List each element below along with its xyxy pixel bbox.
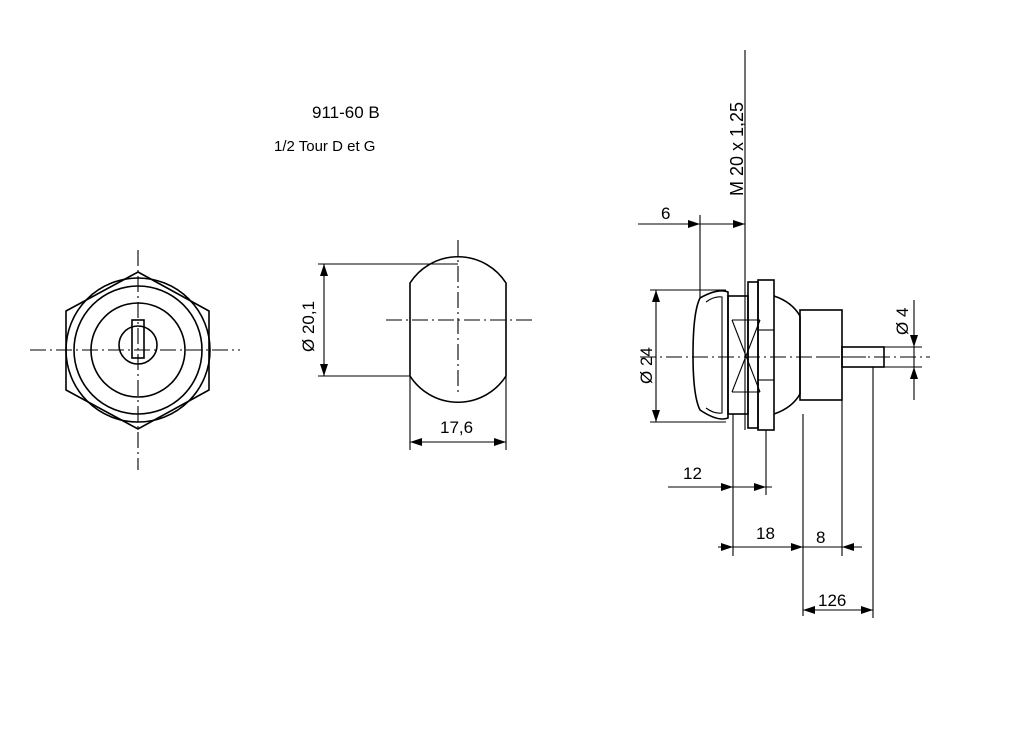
arrowhead	[652, 290, 660, 302]
arrowhead	[910, 335, 918, 347]
hex-nut-outline	[65, 271, 210, 430]
dim-thread: M 20 x 1,25	[727, 102, 747, 196]
cylinder-body-neck	[773, 295, 801, 415]
dim-diam-body: Ø 24	[637, 347, 656, 384]
arrowhead	[652, 410, 660, 422]
arrowhead	[721, 483, 733, 491]
section-view: Ø 20,1 17,6	[299, 240, 535, 450]
arrowhead	[910, 367, 918, 379]
hex-nut-side	[757, 279, 775, 431]
arrowhead	[803, 606, 815, 614]
arrowhead	[861, 606, 873, 614]
dim-body-12: 12	[683, 464, 702, 483]
arrowhead	[320, 264, 328, 276]
arrowhead	[494, 438, 506, 446]
arrowhead	[688, 220, 700, 228]
dim-flange: 6	[661, 204, 670, 223]
dim-width-flat: 17,6	[440, 418, 473, 437]
dim-length-8: 8	[816, 528, 825, 547]
dim-length-18: 18	[756, 524, 775, 543]
arrowhead	[320, 364, 328, 376]
side-view: M 20 x 1,25 6 Ø 24 Ø 4 12	[637, 50, 930, 618]
arrowhead	[754, 483, 766, 491]
cylinder-body	[799, 309, 843, 401]
front-view	[30, 250, 240, 470]
arrowhead	[842, 543, 854, 551]
part-subtitle: 1/2 Tour D et G	[274, 138, 375, 155]
arrowhead	[733, 220, 745, 228]
part-reference: 911-60 B	[312, 103, 380, 122]
lock-head-bevel	[705, 296, 723, 414]
washer	[747, 281, 759, 429]
dim-diam-head: Ø 20,1	[299, 301, 318, 352]
dim-diam-pin: Ø 4	[893, 308, 912, 335]
lock-head	[692, 290, 729, 420]
dim-pin-126: 126	[818, 591, 846, 610]
arrowhead	[410, 438, 422, 446]
thread-hatch	[731, 319, 761, 393]
arrowhead	[791, 543, 803, 551]
arrowhead	[721, 543, 733, 551]
